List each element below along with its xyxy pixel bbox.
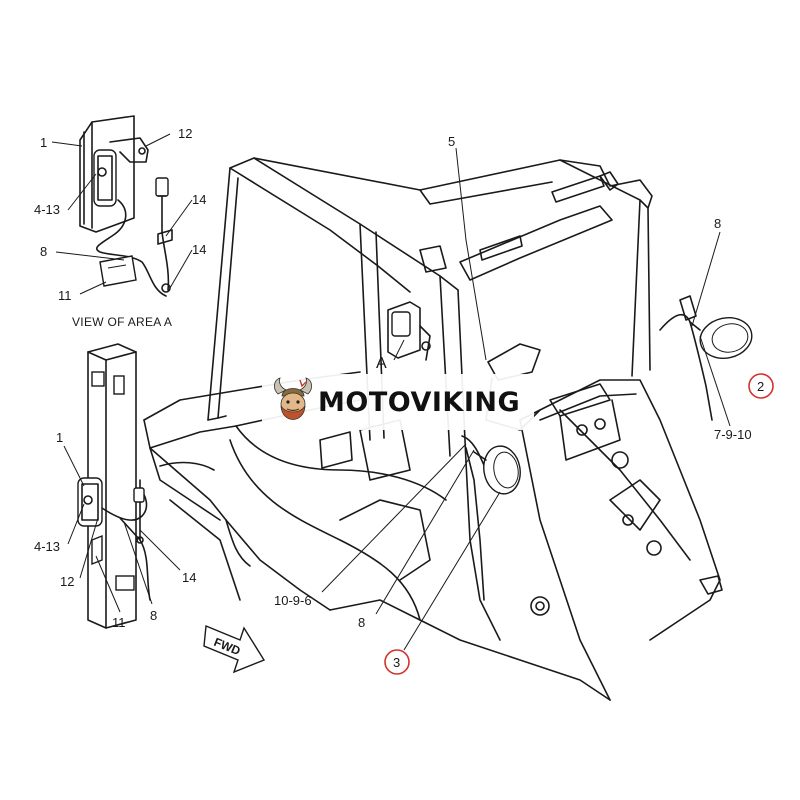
callout-14-inset-upper: 14 (192, 192, 206, 207)
watermark-banner: MOTOVIKING (262, 374, 534, 430)
center-work-lamp (473, 445, 521, 495)
area-a-label: A (376, 355, 387, 372)
callout-1-inset: 1 (40, 135, 47, 150)
left-pillar-detail (77, 343, 151, 629)
inset-area-a (79, 115, 173, 297)
callout-11-inset: 11 (58, 288, 72, 303)
callout-12-inset: 12 (178, 126, 192, 141)
callout-8-center: 8 (358, 615, 365, 630)
viking-logo-icon (274, 377, 312, 420)
callout-12-pillar: 12 (60, 574, 74, 589)
leader-lines (51, 133, 731, 651)
right-work-lamp (689, 317, 753, 359)
callout-8-pillar: 8 (150, 608, 157, 623)
callout-labels: 1 12 4-13 14 8 14 11 5 8 2 7-9-10 1 4-13… (34, 126, 764, 670)
callout-8-inset: 8 (40, 244, 47, 259)
callout-14-inset-lower: 14 (192, 242, 206, 257)
callout-4-13-pillar: 4-13 (34, 539, 60, 554)
view-caption: VIEW OF AREA A (72, 315, 172, 329)
callout-14-pillar: 14 (182, 570, 196, 585)
highlight-circle-3 (384, 649, 410, 675)
callout-2: 2 (757, 379, 764, 394)
callout-8-right: 8 (714, 216, 721, 231)
callout-11-pillar: 11 (112, 615, 126, 630)
highlight-circle-2 (748, 373, 774, 399)
callout-4-13-inset: 4-13 (34, 202, 60, 217)
watermark-text: MOTOVIKING (318, 386, 521, 418)
callout-3: 3 (393, 655, 400, 670)
callout-10-9-6: 10-9-6 (274, 593, 312, 608)
callout-5: 5 (448, 134, 455, 149)
callout-7-9-10: 7-9-10 (714, 427, 752, 442)
callout-1-pillar: 1 (56, 430, 63, 445)
fwd-arrow: FWD (203, 624, 266, 674)
